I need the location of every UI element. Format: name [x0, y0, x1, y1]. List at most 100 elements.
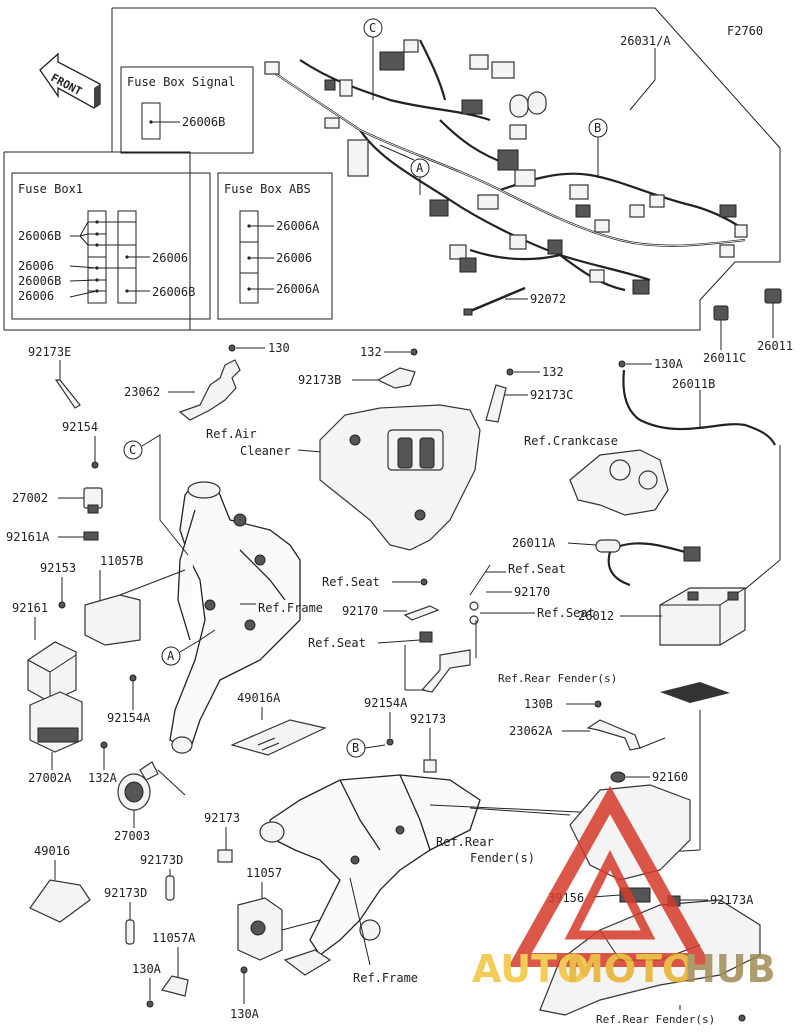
clamp-92173E — [54, 379, 81, 409]
callout-a-top-label: A — [416, 161, 424, 175]
label-26031A: 26031/A — [620, 34, 671, 48]
callout-c-top-label: C — [369, 21, 376, 35]
label-92173D-a: 92173D — [140, 853, 183, 867]
bolt-132-b — [506, 368, 514, 376]
air-cleaner-housing — [319, 404, 481, 551]
label-92170-a: 92170 — [342, 604, 378, 618]
harness-area-border — [111, 7, 781, 331]
ref-rear-fender-2a: Ref.Rear — [436, 835, 494, 849]
fuse-box-1-title: Fuse Box1 — [18, 182, 83, 196]
callout-c-left — [123, 440, 143, 460]
label-27002: 27002 — [12, 491, 48, 505]
bolt-132-a — [410, 348, 418, 356]
ecu-27002A — [29, 691, 83, 753]
label-130A-top: 130A — [654, 357, 684, 371]
fuse-box1-part-3: 26006 — [18, 259, 54, 273]
leader — [119, 569, 186, 596]
callout-a-mid — [161, 646, 181, 666]
bracket-11057A — [161, 975, 189, 997]
fuse-box-signal-title: Fuse Box Signal — [127, 75, 235, 89]
label-92173C: 92173C — [530, 388, 573, 402]
label-92154A-b: 92154A — [364, 696, 408, 710]
fuse-abs-part-2: 26006 — [276, 251, 312, 265]
cable-26011A — [595, 539, 621, 553]
label-92153: 92153 — [40, 561, 76, 575]
crankcase-outline — [569, 449, 669, 516]
watermark-triangle-inner — [564, 850, 656, 940]
bolt-130A-top — [618, 360, 626, 368]
ecu-92161 — [27, 641, 77, 703]
callout-c-left-label: C — [129, 443, 136, 457]
label-92173B: 92173B — [298, 373, 341, 387]
seat-strap — [469, 564, 491, 596]
fuse-abs-part-3: 26006A — [276, 282, 320, 296]
ref-air-cleaner-2: Cleaner — [240, 444, 291, 458]
seat-bracket — [420, 649, 471, 693]
leader — [364, 744, 386, 749]
label-92161: 92161 — [12, 601, 48, 615]
fuse-abs-part-1: 26006A — [276, 219, 320, 233]
leader — [429, 804, 601, 814]
label-132-a: 132 — [360, 345, 382, 359]
label-92154A: 92154A — [107, 711, 151, 725]
clamp-92173B — [376, 367, 416, 389]
label-92072: 92072 — [530, 292, 566, 306]
strap-92170 — [403, 605, 440, 621]
label-130A-a: 130A — [132, 962, 162, 976]
fuse-box-abs: Fuse Box ABS 26006A 26006 26006A — [217, 172, 333, 320]
pad-49016A — [230, 719, 327, 756]
label-132A: 132A — [88, 771, 118, 785]
label-49016A: 49016A — [237, 691, 281, 705]
label-92173D-b: 92173D — [104, 886, 147, 900]
callout-b-mid-label: B — [352, 741, 359, 755]
label-27003: 27003 — [114, 829, 150, 843]
label-26012: 26012 — [578, 609, 614, 623]
leader — [349, 877, 371, 966]
fuse-box1-part-6: 26006B — [152, 285, 195, 299]
label-26011B: 26011B — [672, 377, 715, 391]
watermark: AUTO MOTO HUB — [472, 785, 776, 991]
label-92160: 92160 — [652, 770, 688, 784]
relay-26011 — [764, 288, 782, 304]
label-26011C: 26011C — [703, 351, 746, 365]
ref-crankcase: Ref.Crankcase — [524, 434, 618, 448]
bracket-11057B — [84, 594, 141, 646]
watermark-triangle — [508, 785, 712, 967]
label-130B: 130B — [524, 697, 553, 711]
fuse-box1-part-2: 26006 — [152, 251, 188, 265]
label-130-top: 130 — [268, 341, 290, 355]
label-92173A: 92173A — [710, 893, 754, 907]
leader — [297, 449, 323, 453]
leader — [567, 542, 597, 546]
ref-frame-1: Ref.Frame — [258, 601, 323, 615]
ref-air-cleaner-1: Ref.Air — [206, 427, 257, 441]
fuse-box-abs-title: Fuse Box ABS — [224, 182, 311, 196]
clamp-92173C — [485, 384, 507, 423]
rear-frame — [259, 774, 481, 956]
front-arrow: FRONT — [39, 52, 101, 109]
leader — [377, 639, 421, 644]
label-11057: 11057 — [246, 866, 282, 880]
leader — [157, 769, 186, 796]
ref-seat-1: Ref.Seat — [508, 562, 566, 576]
label-27002A: 27002A — [28, 771, 72, 785]
ref-frame-2: Ref.Frame — [353, 971, 418, 985]
label-92154: 92154 — [62, 420, 98, 434]
fuse-box1-part-1: 26006B — [18, 229, 61, 243]
label-92173-b: 92173 — [204, 811, 240, 825]
callout-b-top-label: B — [594, 121, 601, 135]
ref-seat-3: Ref.Seat — [322, 575, 380, 589]
relay-26011C — [713, 305, 729, 321]
diagram-id: F2760 — [727, 24, 763, 38]
mat — [660, 682, 730, 703]
cable-26011B — [622, 369, 776, 446]
pad-49016 — [29, 879, 91, 923]
label-92173E: 92173E — [28, 345, 71, 359]
label-92173: 92173 — [410, 712, 446, 726]
label-23062A: 23062A — [509, 724, 553, 738]
fuse-box-1: Fuse Box1 26006B 26006 26006 26006B 2600… — [11, 172, 211, 320]
ref-rear-fender-3: Ref.Rear Fender(s) — [596, 1013, 715, 1026]
fuse-box1-part-5: 26006 — [18, 289, 54, 303]
leader — [179, 629, 216, 653]
